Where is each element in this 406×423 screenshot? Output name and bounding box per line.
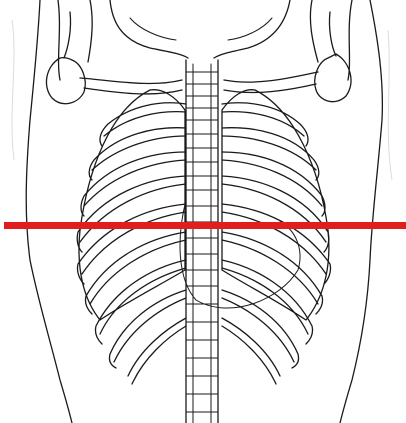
spine-vertebrae [186,60,218,423]
left-ribs [77,103,186,384]
shoulder-joints [46,0,351,104]
neck-outline [110,0,290,58]
body-outline [26,0,382,423]
right-ribs [222,103,331,384]
lung-outlines [79,90,329,320]
clavicles [80,72,318,94]
marker-line [4,222,406,229]
background-texture [12,20,392,180]
